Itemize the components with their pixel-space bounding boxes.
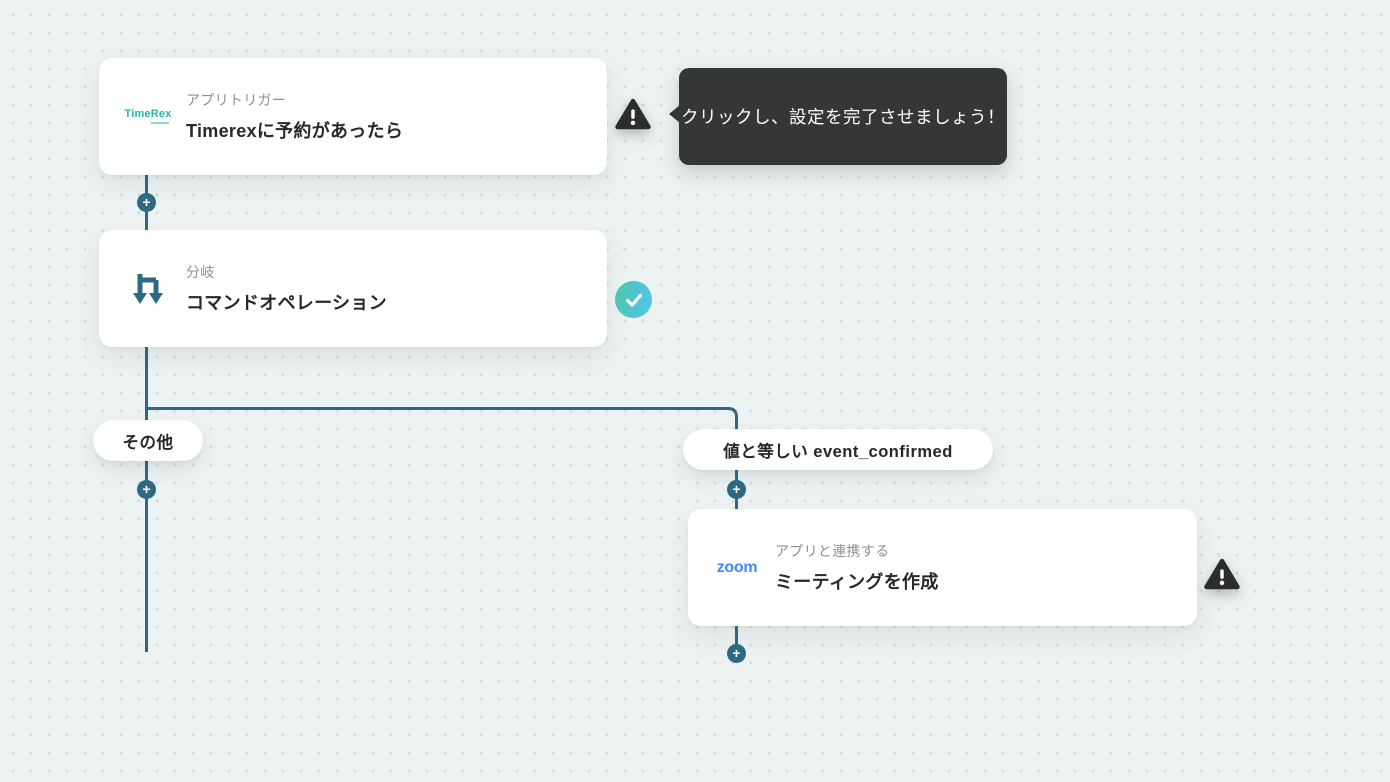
action-node-card[interactable]: zoom アプリと連携する ミーティングを作成 <box>688 509 1197 626</box>
warning-icon <box>1204 558 1240 596</box>
tooltip-text: クリックし、設定を完了させましょう！ <box>681 107 1005 127</box>
trigger-node-card[interactable]: TimeRex アプリトリガー Timerexに予約があったら <box>99 58 607 175</box>
zoom-logo-text: zoom <box>716 558 758 576</box>
add-step-button[interactable]: + <box>727 480 746 499</box>
action-card-title: ミーティングを作成 <box>775 572 939 592</box>
add-step-button[interactable]: + <box>137 193 156 212</box>
add-step-button[interactable]: + <box>137 480 156 499</box>
check-complete-badge <box>615 281 652 318</box>
timerex-logo-text: TimeRex <box>124 108 172 120</box>
branch-node-card[interactable]: 分岐 コマンドオペレーション <box>99 230 607 347</box>
warning-icon <box>615 98 651 136</box>
branch-fork-icon <box>125 269 171 309</box>
branch-card-label: 分岐 <box>186 264 215 280</box>
trigger-card-title: Timerexに予約があったら <box>186 121 404 141</box>
timerex-logo-underline <box>151 122 169 124</box>
action-card-label: アプリと連携する <box>775 543 890 559</box>
add-step-button[interactable]: + <box>727 644 746 663</box>
tooltip-arrow <box>669 105 680 123</box>
branch-condition-other[interactable]: その他 <box>93 420 203 461</box>
branch-condition-event-confirmed[interactable]: 値と等しい event_confirmed <box>683 429 993 470</box>
setup-tooltip: クリックし、設定を完了させましょう！ <box>669 68 1007 165</box>
trigger-card-label: アプリトリガー <box>186 92 287 108</box>
branch-card-title: コマンドオペレーション <box>186 293 387 313</box>
connector-branch-right <box>146 407 738 509</box>
timerex-logo-icon: TimeRex <box>124 108 172 124</box>
zoom-logo-icon: zoom <box>714 558 760 576</box>
